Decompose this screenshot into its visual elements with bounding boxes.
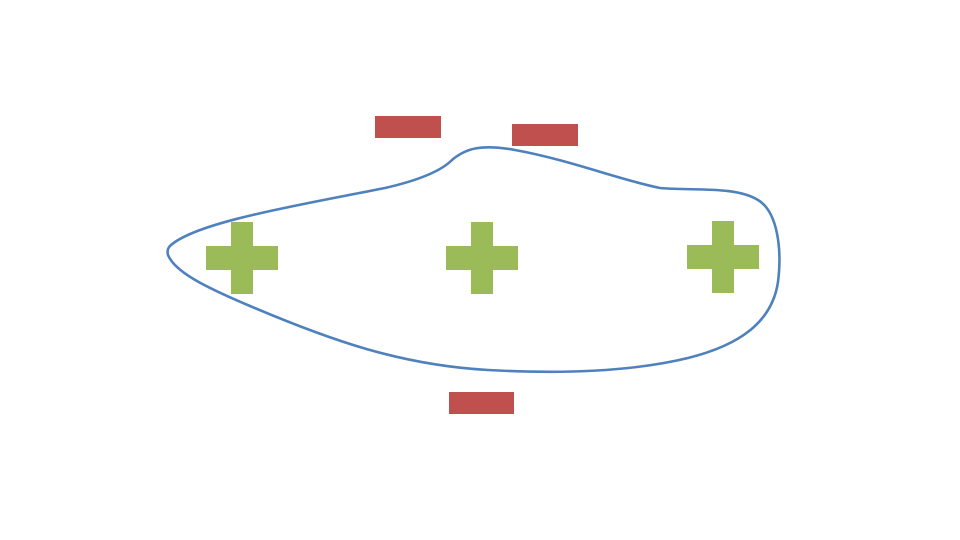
positive-items [206,221,759,294]
decision-boundary-curve [166,145,781,374]
plus-icon [206,222,278,294]
minus-icon [449,392,514,414]
negative-items [375,116,578,414]
minus-icon [375,116,441,138]
plus-icon [446,222,518,294]
minus-icon [512,124,578,146]
plus-icon [687,221,759,293]
